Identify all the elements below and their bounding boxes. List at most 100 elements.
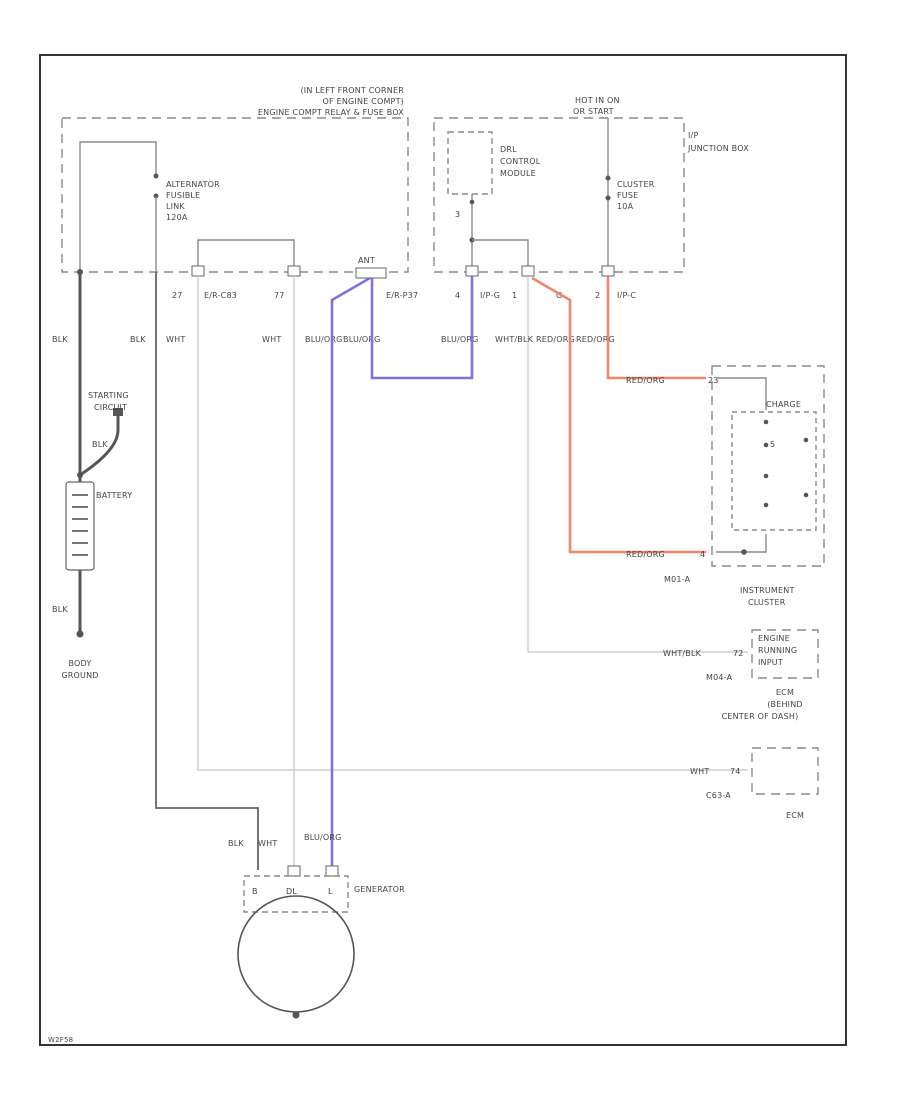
ecm-location-line1: ECM: [776, 688, 794, 697]
charge-node-1: [763, 419, 769, 425]
ecm-pin-b: 74: [730, 767, 741, 776]
ip-pin-1: 1: [512, 291, 517, 300]
generator-ground: [292, 1011, 300, 1019]
ip-g-label-1: I/P-G: [480, 291, 500, 300]
cluster-connector-label: M01-A: [664, 575, 691, 584]
connector-77: [287, 265, 301, 277]
diagram-frame: [39, 54, 847, 1046]
cluster-splice: [741, 549, 747, 555]
cluster-pin-4: 4: [700, 550, 705, 559]
wire-label-blk-2: BLK: [130, 335, 146, 344]
ecm-label: ECM: [786, 811, 804, 820]
starting-circuit-line1: STARTING: [88, 391, 129, 400]
instrument-cluster-box: [711, 365, 825, 567]
wire-label-blu-org-2: BLU/ORG: [343, 335, 381, 344]
charge-indicator-box: [731, 411, 817, 531]
ip-g-node: G: [556, 291, 562, 300]
cluster-internal-upper: [716, 377, 767, 410]
fusible-link-node-top: [153, 173, 159, 179]
generator-terminal-block: [243, 875, 349, 913]
wire-label-blk-1: BLK: [52, 335, 68, 344]
instrument-cluster-line1: INSTRUMENT: [740, 586, 795, 595]
cluster-fuse-line2: FUSE: [617, 191, 638, 200]
drl-control-module: [447, 131, 493, 195]
ip-pin-2: 2: [595, 291, 600, 300]
body-ground-symbol: [76, 630, 84, 638]
drl-module-line2: CONTROL: [500, 157, 541, 166]
ecm-pin-a: 72: [733, 649, 744, 658]
red-org-cluster-wire-lower: [531, 276, 706, 554]
starting-circuit-line2: CIRCUIT: [94, 403, 127, 412]
battery-cells: [72, 494, 88, 556]
battery-bus-node: [77, 269, 83, 275]
cluster-pin-23: 23: [708, 376, 719, 385]
connector-27: [191, 265, 205, 277]
drl-module-line1: DRL: [500, 145, 517, 154]
ecm-input-line3: INPUT: [758, 658, 783, 667]
connector-77-pin: 77: [274, 291, 285, 300]
ant-connector-label: ANT: [358, 256, 375, 265]
ecm-location-line3: CENTER OF DASH): [722, 712, 799, 721]
fusible-link-label-line3: LINK: [166, 202, 185, 211]
generator-terminal-dl: DL: [286, 887, 297, 896]
fusible-link-label-line2: FUSIBLE: [166, 191, 200, 200]
drl-module-pin: 3: [455, 210, 460, 219]
wire-label-red-org-cluster-2: RED/ORG: [626, 550, 665, 559]
ip-junction-box-label-line2: JUNCTION BOX: [687, 144, 749, 153]
fusible-link-label-line4: 120A: [166, 213, 188, 222]
fuse-box-location-line2: OF ENGINE COMPT): [323, 97, 404, 106]
wire-label-wht-ecm: WHT: [690, 767, 709, 776]
wire-label-wht-3: WHT: [258, 839, 277, 848]
cluster-pin-5: 5: [770, 440, 775, 449]
wire-label-red-org-cluster-1: RED/ORG: [626, 376, 665, 385]
ip-junction-box: [433, 117, 685, 273]
wire-label-blu-org-3: BLU/ORG: [441, 335, 479, 344]
wire-label-red-org-1: RED/ORG: [536, 335, 575, 344]
cluster-internal-lower: [716, 534, 767, 553]
ecm-box: [751, 747, 819, 795]
charge-node-right-2: [803, 492, 809, 498]
ip-c-label: I/P-C: [617, 291, 636, 300]
fusible-link-label-line1: ALTERNATOR: [166, 180, 220, 189]
generator-l-connector: [325, 865, 339, 877]
wire-label-wht-2: WHT: [262, 335, 281, 344]
starting-circuit-wire: [79, 412, 120, 477]
charge-indicator-label: CHARGE: [766, 400, 801, 409]
diagram-code: W2F58: [48, 1036, 73, 1044]
wht-blk-to-ecm-wire: [527, 276, 748, 653]
generator-symbol: [237, 895, 355, 1013]
ecm-connector-b: C63-A: [706, 791, 731, 800]
ip-connector-4: [465, 265, 479, 277]
body-ground-line2: GROUND: [61, 671, 98, 680]
wire-label-wht-blk-ecm: WHT/BLK: [663, 649, 702, 658]
ant-connector: [355, 267, 387, 279]
generator-b-blk-wire: [155, 272, 259, 870]
wht-to-ecm-wire: [197, 276, 748, 771]
fusible-link-bus: [79, 141, 157, 272]
fuse-box-location-line1: (IN LEFT FRONT CORNER: [300, 86, 404, 95]
wire-label-blk-5: BLK: [228, 839, 244, 848]
cluster-fuse-node-bottom: [605, 195, 611, 201]
ecm-engine-running-input-box: [751, 629, 819, 679]
hot-note-line2: OR START: [573, 107, 614, 116]
charge-node-right-1: [803, 437, 809, 443]
connector-e-r-c83: E/R-C83: [204, 291, 237, 300]
generator-terminal-l: L: [328, 887, 333, 896]
connector-e-r-p37: E/R-P37: [386, 291, 418, 300]
fuse-box-title: ENGINE COMPT RELAY & FUSE BOX: [258, 108, 404, 117]
starting-circuit-terminal: [113, 408, 123, 416]
drl-module-line3: MODULE: [500, 169, 536, 178]
generator-dl-connector: [287, 865, 301, 877]
ecm-input-line1: ENGINE: [758, 634, 790, 643]
hot-note-line1: HOT IN ON: [575, 96, 620, 105]
ecm-location-line2: (BEHIND: [767, 700, 803, 709]
cluster-fuse-line3: 10A: [617, 202, 634, 211]
blu-org-loop-wire: [370, 276, 474, 380]
generator-terminal-b: B: [252, 887, 258, 896]
generator-label: GENERATOR: [354, 885, 405, 894]
wire-label-wht-1: WHT: [166, 335, 185, 344]
wire-label-blu-org-1: BLU/ORG: [305, 335, 343, 344]
charge-node-4: [763, 502, 769, 508]
wire-label-wht-blk: WHT/BLK: [495, 335, 534, 344]
